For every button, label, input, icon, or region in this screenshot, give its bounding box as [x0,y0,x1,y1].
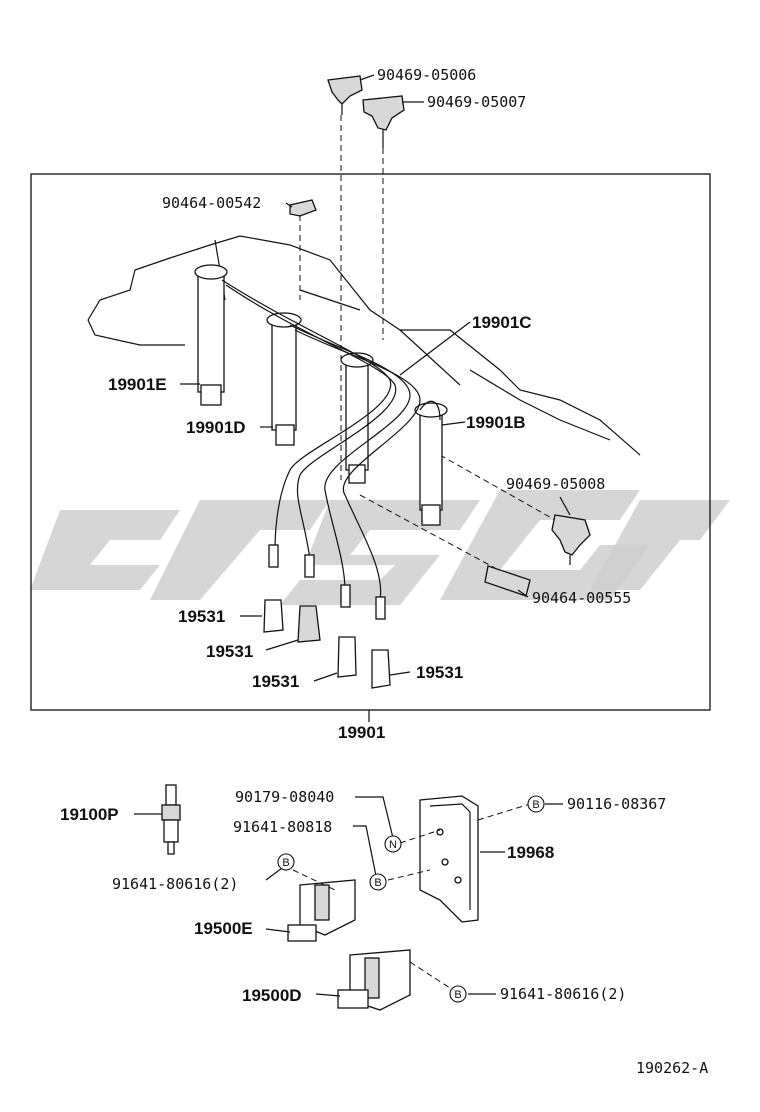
clip-90469-05008 [551,514,591,565]
label-91641-80616-1: 91641-80616(2) [112,875,238,893]
clip-90469-05007 [362,95,405,148]
leader [517,589,529,598]
ignition-coil-19500E [287,879,356,942]
label-19968: 19968 [507,843,554,862]
label-19531-3: 19531 [252,672,299,691]
ignition-wires [221,279,441,601]
leader [359,74,375,81]
label-91641-80616-2: 91641-80616(2) [500,985,626,1003]
label-19901: 19901 [338,723,385,742]
leader [285,202,293,208]
guide-line [477,803,531,821]
svg-text:B: B [282,857,289,869]
plug-cable-19901C [340,352,374,484]
label-90469-05006: 90469-05006 [377,66,476,84]
leader [389,671,411,676]
guide-line [399,829,441,844]
guide-line [387,869,431,881]
guide-line [359,494,496,569]
label-19500D: 19500D [242,986,302,1005]
leader [265,867,283,881]
label-90179-08040: 90179-08040 [235,788,334,806]
ignition-coil-19500D [337,949,411,1011]
label-90464-00542: 90464-00542 [162,194,261,212]
boot-19531-3 [337,636,357,678]
plug-cable-19901D [266,312,302,446]
label-19500E: 19500E [194,919,253,938]
label-19531-1: 19531 [178,607,225,626]
leader [265,639,299,651]
guide-line [292,869,336,891]
label-19531-2: 19531 [206,642,253,661]
boot-19531-4 [371,649,391,689]
leader [559,496,571,516]
label-19901B: 19901B [466,413,526,432]
spark-plug-19100P [161,784,181,855]
label-91641-80818: 91641-80818 [233,818,332,836]
label-19901E: 19901E [108,375,167,394]
label-19100P: 19100P [60,805,119,824]
svg-text:B: B [454,989,461,1001]
bracket-19968 [419,795,479,923]
marker-B-4: B [449,985,467,1003]
label-90469-05008: 90469-05008 [506,475,605,493]
leader [315,993,341,997]
label-19901C: 19901C [472,313,532,332]
clip-90469-05006 [327,75,363,115]
boot-19531-1 [263,599,284,633]
label-19531-4: 19531 [416,663,463,682]
clip-90464-00542 [289,199,317,217]
diagram-id: 190262-A [636,1059,708,1077]
svg-text:B: B [374,877,381,889]
svg-text:N: N [389,839,397,851]
guide-line [409,961,451,989]
label-19901D: 19901D [186,418,246,437]
wire-terminals [268,544,386,620]
leader [399,321,471,376]
leader [441,421,466,426]
leader [355,796,394,839]
label-90116-08367: 90116-08367 [567,795,666,813]
marker-N: N [384,835,402,853]
guide-line [439,454,556,521]
label-90469-05007: 90469-05007 [427,93,526,111]
svg-text:B: B [532,799,539,811]
leader [313,672,338,682]
boot-19531-2 [297,605,321,643]
marker-B-1: B [527,795,545,813]
marker-B-3: B [277,853,295,871]
marker-B-2: B [369,873,387,891]
plug-cable-19901E [194,264,228,406]
label-90464-00555: 90464-00555 [532,589,631,607]
leader [265,928,291,933]
leader [353,825,377,877]
plug-cable-19901B [414,402,448,526]
assembly-frame [30,173,711,711]
